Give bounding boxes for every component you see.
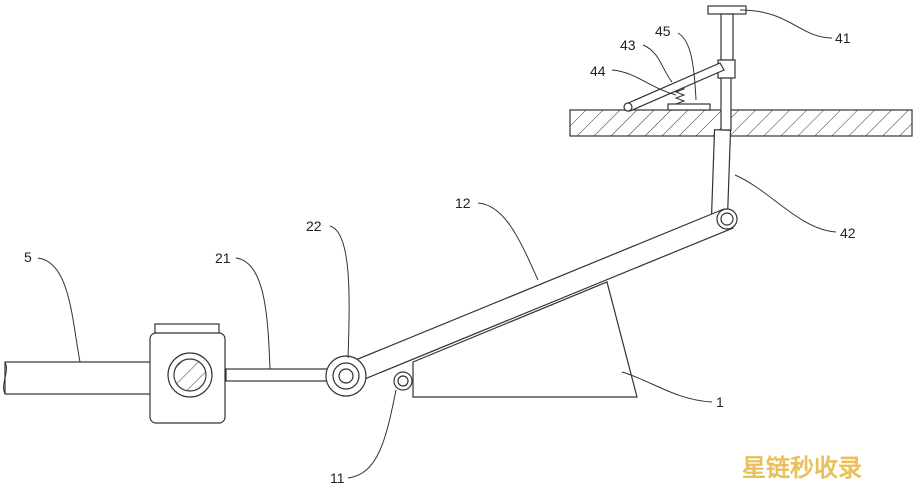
base-block-1: [412, 281, 638, 398]
leader-43: [642, 44, 673, 83]
lever-spring-group: [623, 62, 725, 112]
label-42: 42: [840, 225, 856, 241]
pedal-assembly: [707, 5, 747, 219]
pipe-break-mark: [3, 361, 7, 395]
pivot-11-inner: [397, 375, 409, 387]
leader-12: [477, 202, 539, 281]
lever-pivot: [623, 102, 633, 112]
leader-1: [621, 371, 713, 403]
leader-lines: [37, 9, 837, 479]
watermark-logo: 星链秒收录: [742, 454, 862, 482]
housing-bore-hatched: [173, 358, 207, 392]
leader-21: [235, 257, 271, 370]
leader-42: [734, 174, 837, 233]
lower-joints: [325, 355, 413, 397]
leader-41: [739, 9, 833, 39]
label-12: 12: [455, 195, 471, 211]
leader-5: [37, 257, 81, 363]
vertical-link-42: [710, 129, 732, 219]
spring-44: [674, 85, 686, 105]
rod-21: [225, 368, 329, 382]
upper-pivot-inner: [720, 212, 734, 226]
floor-plate: [569, 109, 913, 137]
pipe-5: [4, 361, 154, 395]
base-block: [412, 281, 638, 398]
label-44: 44: [590, 63, 606, 79]
label-45: 45: [655, 23, 671, 39]
label-43: 43: [620, 37, 636, 53]
leader-11: [347, 389, 397, 479]
leader-45: [677, 32, 697, 101]
pedal-stem: [720, 13, 734, 61]
spring-base-45: [667, 103, 711, 111]
label-11: 11: [330, 470, 345, 486]
watermark-text: 星链秒收录: [742, 454, 862, 482]
label-41: 41: [835, 30, 851, 46]
leader-22: [329, 225, 350, 359]
pipe-and-housing: [3, 323, 329, 424]
leader-44: [611, 69, 677, 96]
label-1: 1: [716, 394, 724, 410]
pedal-rod: [720, 77, 732, 131]
reference-labels: 41 45 43 44 42 12 22 21 5 1 11: [24, 23, 856, 486]
label-5: 5: [24, 249, 32, 265]
joint-22-inner: [338, 368, 354, 384]
label-22: 22: [306, 218, 322, 234]
label-21: 21: [215, 250, 231, 266]
